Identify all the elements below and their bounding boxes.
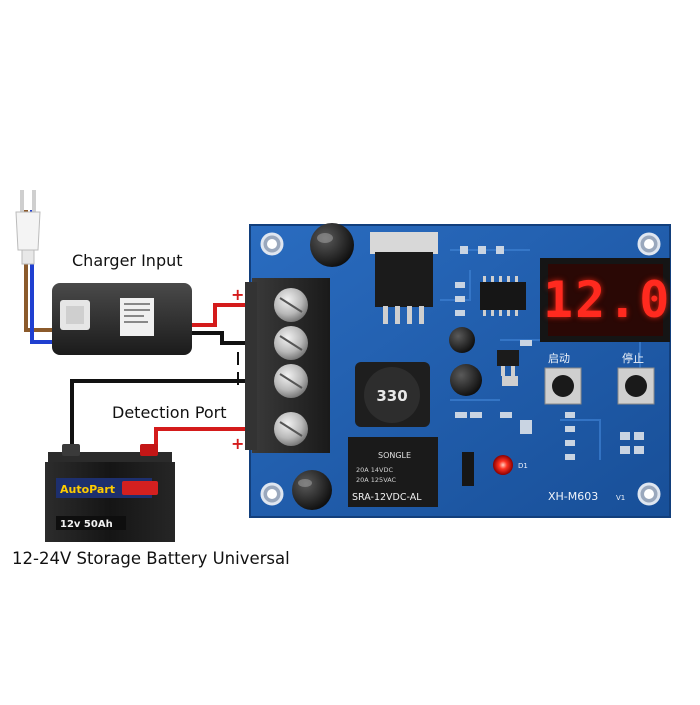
detection-port-label: Detection Port: [112, 403, 227, 422]
status-led: D1: [493, 455, 528, 475]
charger-input-label: Charger Input: [72, 251, 183, 270]
terminal-block: [245, 278, 330, 453]
relay-model: SRA-12VDC-AL: [352, 492, 422, 503]
polarity-plus-top: +: [231, 285, 244, 304]
terminal-screw-2[interactable]: [274, 326, 308, 360]
led-label: D1: [518, 462, 528, 470]
inductor: 330: [355, 362, 430, 427]
diode: [462, 452, 474, 486]
mains-plug: [15, 190, 41, 265]
capacitor-mid-2: [450, 364, 482, 396]
board-model: XH-M603: [548, 490, 598, 503]
terminal-screw-3[interactable]: [274, 364, 308, 398]
relay-spec-1: 20A 14VDC: [356, 466, 394, 474]
battery-negative-wire: [70, 379, 285, 452]
xh-m603-board: 330 SONGLE 20A 14VDC 20A 125VAC SRA-12VD…: [245, 223, 671, 518]
relay-brand: SONGLE: [378, 451, 411, 460]
inductor-value: 330: [376, 387, 407, 405]
transistor: [497, 350, 519, 386]
regulator-chip: [370, 232, 438, 324]
terminal-screw-1[interactable]: [274, 288, 308, 322]
battery-label: 12-24V Storage Battery Universal: [12, 549, 290, 568]
charger-adapter: [52, 283, 192, 355]
capacitor-bottom: [292, 470, 332, 510]
relay-spec-2: 20A 125VAC: [356, 476, 397, 484]
start-button[interactable]: [544, 367, 582, 405]
display-value: 12.0: [543, 271, 672, 329]
capacitor-mid-1: [449, 327, 475, 353]
board-version: V1: [616, 494, 625, 502]
start-button-label: 启动: [548, 352, 570, 365]
battery-spec: 12v 50Ah: [60, 519, 113, 530]
polarity-plus-bottom: +: [231, 434, 244, 453]
relay: SONGLE 20A 14VDC 20A 125VAC SRA-12VDC-AL: [348, 437, 438, 507]
storage-battery: AutoPart 12v 50Ah: [45, 444, 175, 542]
stop-button[interactable]: [617, 367, 655, 405]
stop-button-label: 停止: [622, 351, 644, 365]
battery-brand: AutoPart: [60, 483, 115, 496]
microcontroller-ic: [480, 276, 526, 316]
terminal-screw-4[interactable]: [274, 412, 308, 446]
capacitor-top: [310, 223, 354, 267]
